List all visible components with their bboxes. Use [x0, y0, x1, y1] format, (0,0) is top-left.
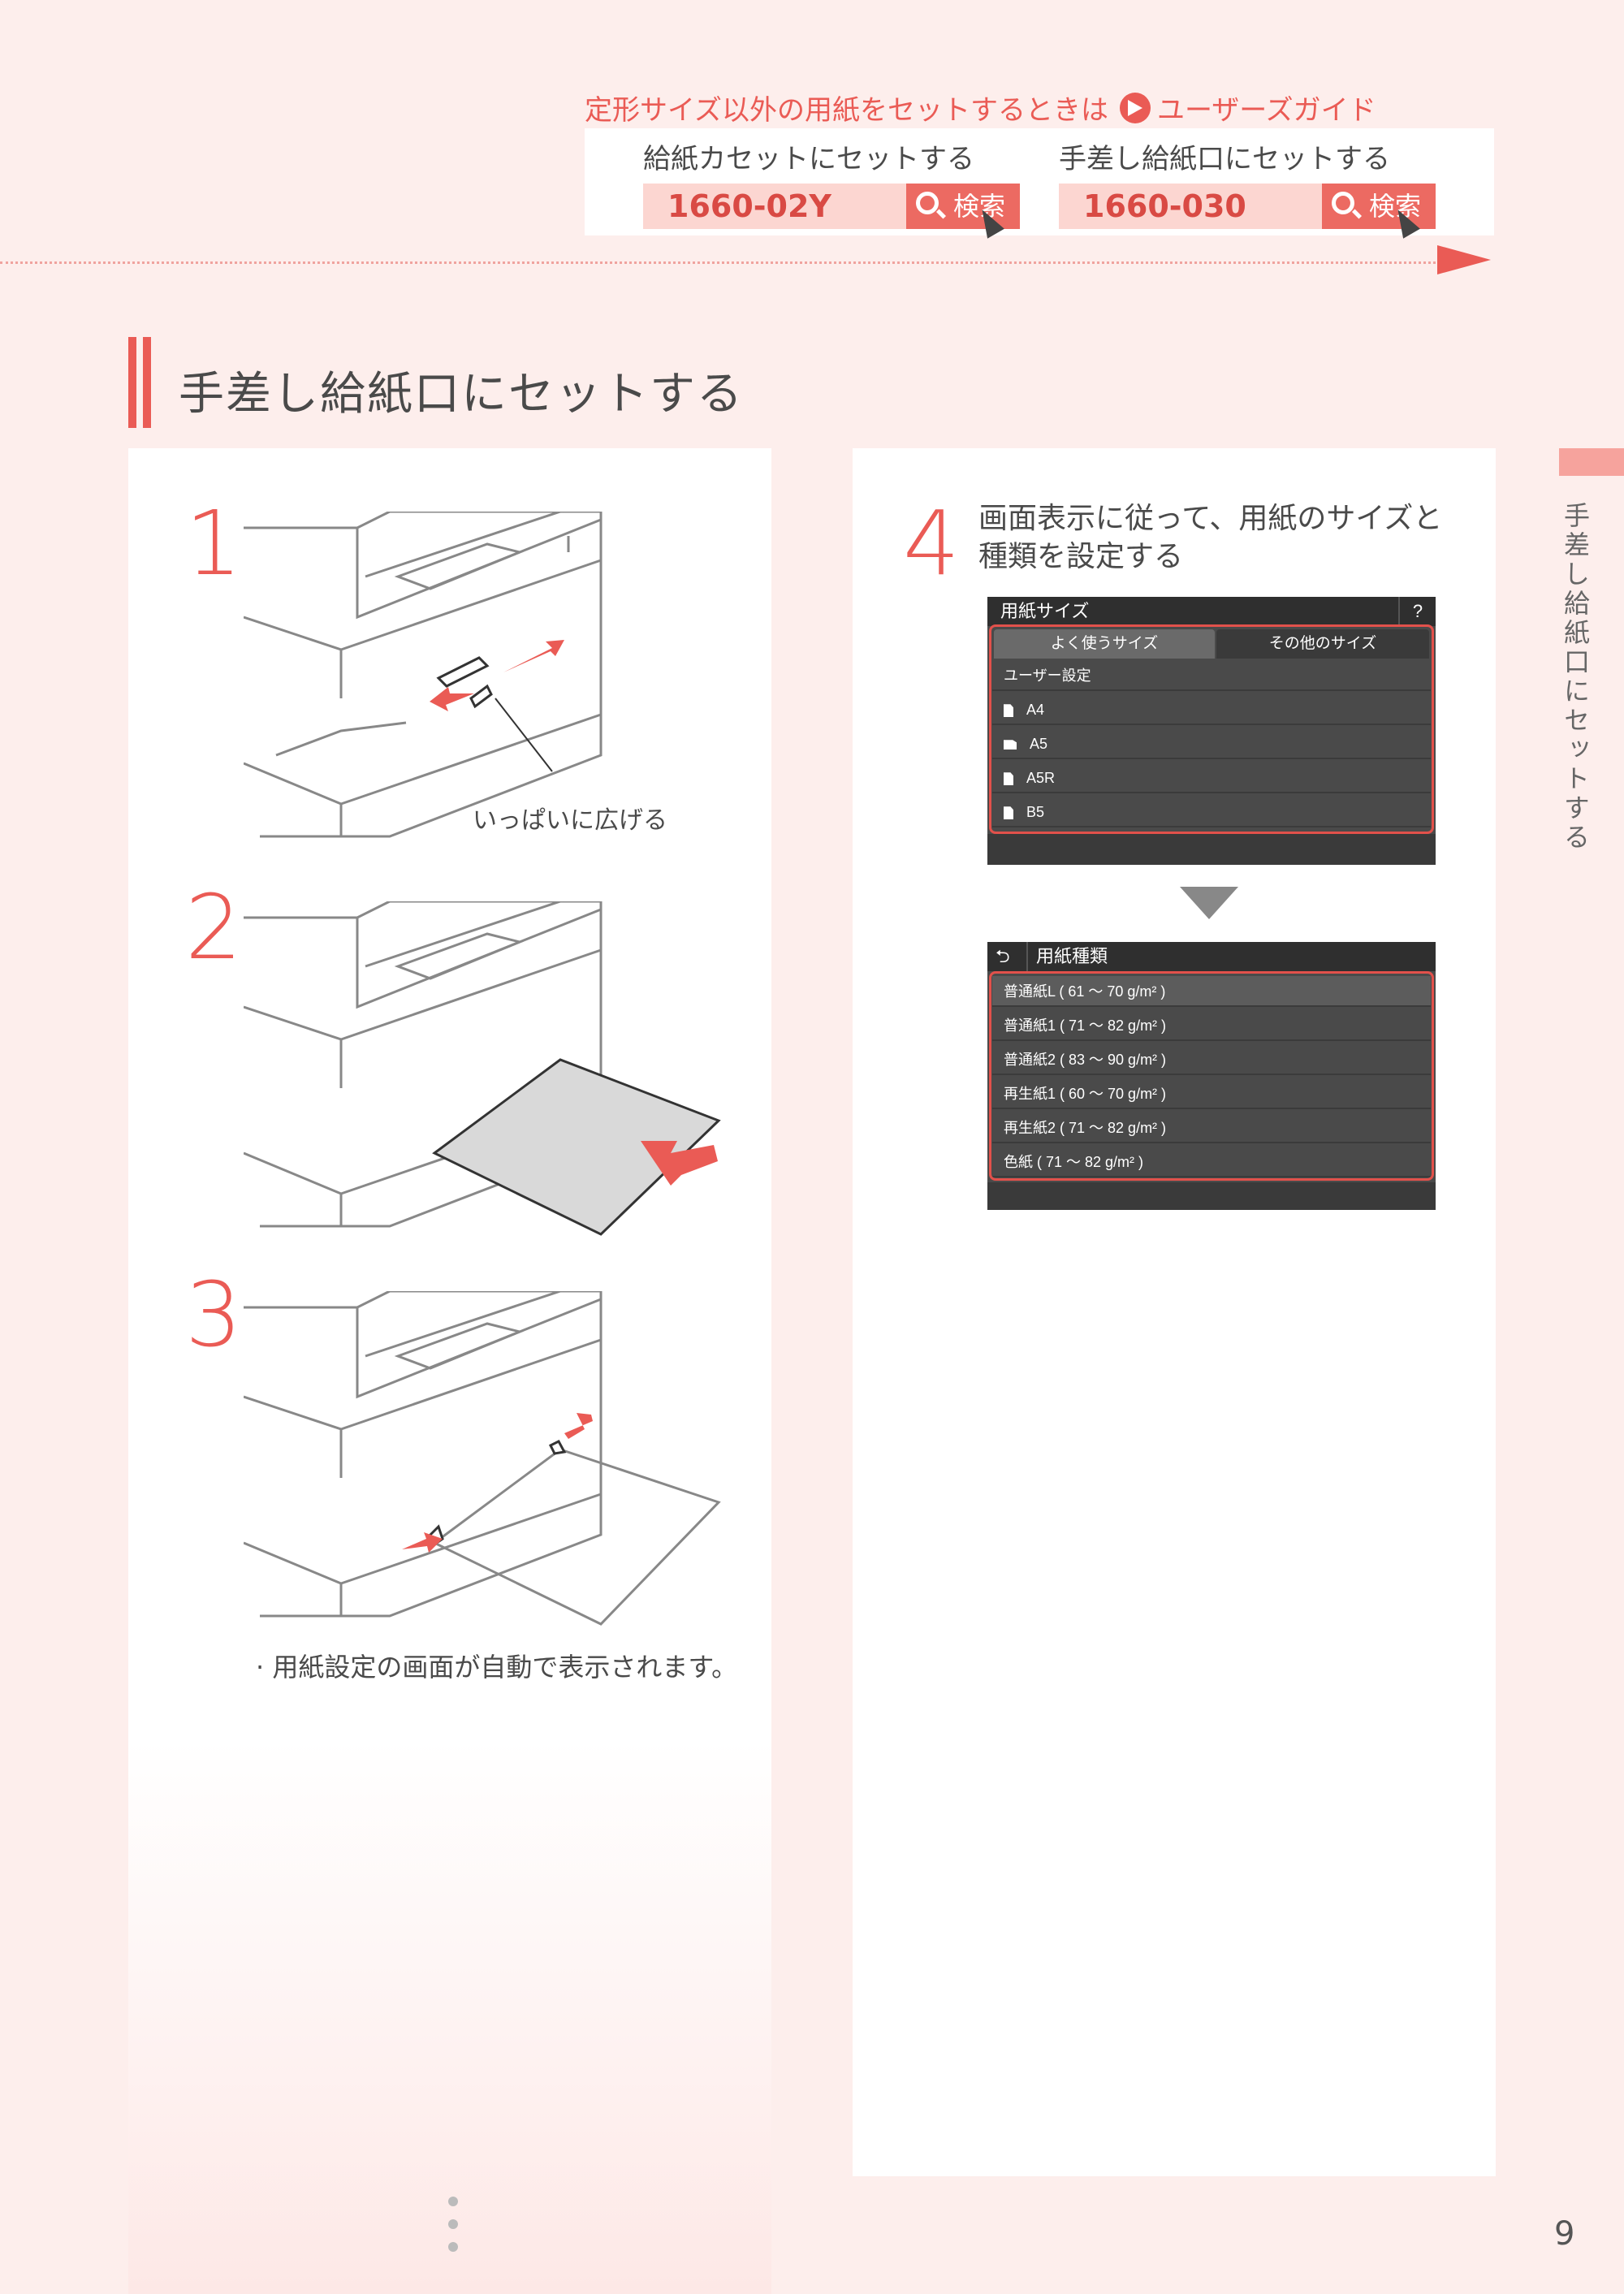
side-tab-marker [1559, 448, 1624, 476]
list-item[interactable]: A5R [992, 763, 1431, 793]
reference-code: 1660-030 [1059, 184, 1327, 229]
paper-landscape-icon [1004, 740, 1017, 750]
section-title: 手差し給紙口にセットする [179, 368, 744, 421]
callout-label: いっぱいに広げる [473, 806, 667, 835]
step-instruction: 画面表示に従って、用紙のサイズと種類を設定する [978, 502, 1443, 573]
search-button-label: 検索 [953, 191, 1006, 222]
list-item[interactable]: A5 [992, 728, 1431, 759]
continuation-dots [448, 2197, 458, 2265]
arrow-right-icon [1119, 92, 1151, 123]
paper-portrait-icon [1004, 704, 1013, 718]
help-button[interactable]: ? [1398, 597, 1436, 626]
page-number: 9 [1554, 2215, 1575, 2253]
list-item[interactable]: ユーザー設定 [992, 660, 1431, 691]
step-note: · 用紙設定の画面が自動で表示されます。 [256, 1652, 738, 1683]
step-number: 1 [185, 491, 242, 595]
reference-item-label: 給紙カセットにセットする [643, 143, 974, 175]
list-item[interactable]: 色紙 ( 71 ～ 82 g/m² ) [992, 1147, 1431, 1177]
reference-item-cassette: 給紙カセットにセットする [643, 136, 974, 176]
paper-type-screen: 用紙種類 ⮌ 普通紙L ( 61 ～ 70 g/m² ) 普通紙1 ( 71 ～… [987, 942, 1436, 1210]
side-tab-label: 手差し給紙口にセットする [1560, 502, 1591, 853]
reference-code: 1660-02Y [643, 184, 911, 229]
search-button-label: 検索 [1369, 191, 1422, 222]
highlight-frame [989, 971, 1434, 1181]
list-item[interactable]: 普通紙1 ( 71 ～ 82 g/m² ) [992, 1010, 1431, 1041]
screen-title: 用紙種類 [987, 942, 1436, 971]
list-item[interactable]: 再生紙1 ( 60 ～ 70 g/m² ) [992, 1078, 1431, 1109]
list-item[interactable]: 普通紙L ( 61 ～ 70 g/m² ) [992, 976, 1431, 1007]
step-number: 2 [185, 875, 242, 979]
list-item-label: ユーザー設定 [1004, 667, 1091, 684]
search-button[interactable]: 検索 [1322, 184, 1436, 239]
list-item[interactable]: 普通紙2 ( 83 ～ 90 g/m² ) [992, 1044, 1431, 1075]
printer-illustration-step1 [244, 512, 650, 853]
list-item-label: A5 [1030, 736, 1048, 752]
step-number: 4 [903, 491, 960, 595]
printer-illustration-step2 [244, 901, 731, 1242]
reference-title-text: 定形サイズ以外の用紙をセットするときは [585, 94, 1108, 127]
paper-portrait-icon [1004, 772, 1013, 786]
back-icon[interactable]: ⮌ [996, 942, 1028, 971]
reference-item-manual-feed: 手差し給紙口にセットする [1059, 136, 1390, 176]
search-icon [1332, 192, 1354, 214]
list-item[interactable]: 再生紙2 ( 71 ～ 82 g/m² ) [992, 1112, 1431, 1143]
list-item[interactable]: A4 [992, 694, 1431, 725]
divider [0, 261, 1445, 264]
reference-title: 定形サイズ以外の用紙をセットするときは ユーザーズガイド [585, 88, 1376, 127]
printer-illustration-step3 [244, 1291, 731, 1632]
screen-footer [987, 834, 1436, 865]
arrow-right-icon [1437, 245, 1491, 274]
list-item[interactable]: B5 [992, 797, 1431, 827]
paper-size-screen: 用紙サイズ ? よく使うサイズ その他のサイズ ユーザー設定 A4 A5 A5R… [987, 597, 1436, 865]
list-item-label: A5R [1026, 770, 1056, 786]
reference-item-label: 手差し給紙口にセットする [1059, 143, 1390, 175]
step-number: 3 [185, 1263, 242, 1367]
heading-accent-bar [128, 337, 136, 428]
highlight-frame [989, 624, 1434, 834]
steps-panel-left [128, 448, 771, 2294]
user-guide-link[interactable]: ユーザーズガイド [1156, 94, 1376, 127]
reference-box: 給紙カセットにセットする 1660-02Y 検索 手差し給紙口にセットする 16… [585, 128, 1494, 239]
arrow-down-icon [1180, 887, 1238, 919]
paper-portrait-icon [1004, 806, 1013, 820]
heading-accent-bar [143, 337, 151, 428]
screen-footer [987, 1182, 1436, 1210]
list-item-label: B5 [1026, 804, 1045, 820]
tab-other-sizes[interactable]: その他のサイズ [1216, 629, 1429, 659]
list-item-label: A4 [1026, 702, 1045, 718]
tab-frequent-sizes[interactable]: よく使うサイズ [994, 629, 1215, 659]
search-button[interactable]: 検索 [906, 184, 1020, 239]
screen-title: 用紙サイズ [987, 597, 1436, 626]
search-icon [916, 192, 939, 214]
